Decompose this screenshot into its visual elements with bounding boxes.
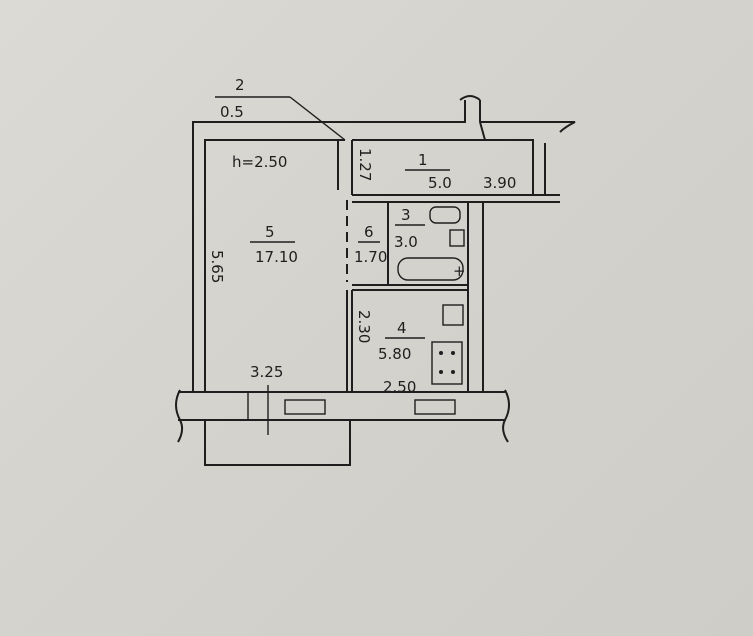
- room-2-area: 0.5: [220, 103, 244, 121]
- room-5-number: 5: [265, 223, 275, 241]
- room-1-side-dim: 1.27: [356, 148, 374, 181]
- room-4-height-dim: 2.30: [355, 310, 373, 343]
- room-3-area: 3.0: [394, 233, 418, 251]
- room-4-width-dim: 2.50: [383, 378, 416, 396]
- ceiling-height: h=2.50: [232, 153, 287, 171]
- room-1-dim: 3.90: [483, 174, 516, 192]
- room-6-number: 6: [364, 223, 374, 241]
- room-2-number: 2: [235, 76, 245, 94]
- toilet-icon: [429, 206, 461, 224]
- stove-icon: [431, 341, 463, 385]
- room-6-area: 1.70: [354, 248, 387, 266]
- room-4-number: 4: [397, 319, 407, 337]
- walls: [175, 95, 576, 466]
- room-1-area: 5.0: [428, 174, 452, 192]
- bathtub-icon: [397, 257, 464, 281]
- kitchen-sink-icon: [442, 304, 464, 326]
- room-5-area: 17.10: [255, 248, 298, 266]
- svg-text:+: +: [453, 262, 466, 280]
- room-3-number: 3: [401, 206, 411, 224]
- fixtures: +: [397, 206, 466, 385]
- room-4-area: 5.80: [378, 345, 411, 363]
- room-5-height-dim: 5.65: [208, 250, 226, 283]
- sink-icon: [449, 229, 465, 247]
- room-5-width-dim: 3.25: [250, 363, 283, 381]
- room-1-number: 1: [418, 151, 428, 169]
